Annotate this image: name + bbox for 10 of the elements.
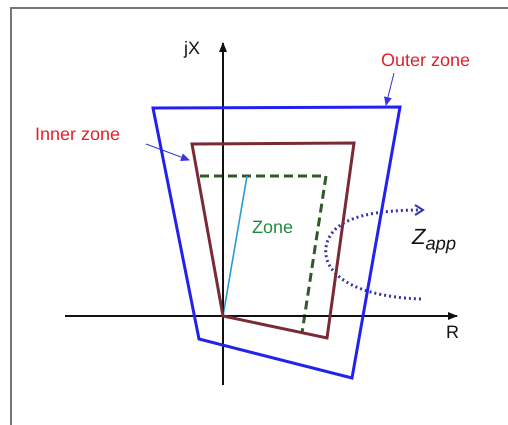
impedance-label: Z$_{app}$ bbox=[412, 224, 456, 254]
zone-label: Zone bbox=[252, 217, 294, 238]
leader-line bbox=[384, 72, 394, 106]
zone-boundary bbox=[189, 140, 357, 341]
zone-label: Inner zone bbox=[35, 124, 120, 145]
zone-label: Outer zone bbox=[381, 50, 470, 71]
zone-boundary bbox=[150, 104, 403, 381]
leader-line bbox=[146, 144, 190, 161]
axis-label: R bbox=[446, 322, 459, 343]
axis-label: jX bbox=[184, 38, 200, 59]
